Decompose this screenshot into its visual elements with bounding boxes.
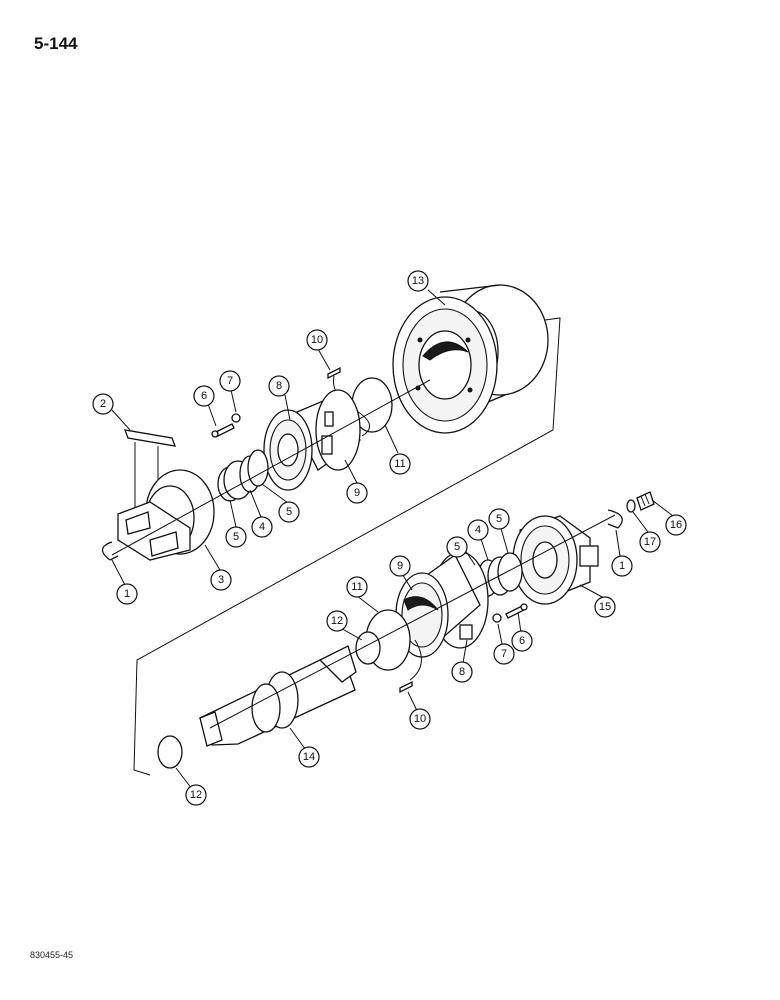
svg-text:2: 2 bbox=[100, 398, 106, 410]
callout-15: 15 bbox=[594, 596, 616, 618]
callout-4-upper: 4 bbox=[251, 516, 273, 538]
shaft-part-14 bbox=[199, 645, 357, 747]
svg-text:12: 12 bbox=[331, 615, 343, 627]
o-ring-part-12-upper bbox=[355, 631, 381, 665]
lock-ring-part-1-lower bbox=[607, 509, 623, 529]
figure-code: 830455-45 bbox=[30, 950, 74, 960]
callout-10-upper: 10 bbox=[306, 329, 328, 351]
svg-text:8: 8 bbox=[459, 666, 465, 678]
end-collar-part-3 bbox=[117, 469, 215, 561]
svg-text:7: 7 bbox=[227, 375, 233, 387]
svg-text:15: 15 bbox=[599, 601, 611, 613]
svg-text:9: 9 bbox=[354, 487, 360, 499]
leader-lines bbox=[111, 289, 674, 794]
svg-text:6: 6 bbox=[201, 390, 207, 402]
svg-text:9: 9 bbox=[397, 560, 403, 572]
callout-2: 2 bbox=[92, 393, 114, 415]
washer-part-7-upper bbox=[231, 413, 241, 423]
svg-text:17: 17 bbox=[644, 536, 656, 548]
svg-text:1: 1 bbox=[124, 588, 130, 600]
svg-text:13: 13 bbox=[412, 275, 424, 287]
plug-part-16 bbox=[636, 491, 655, 511]
svg-text:5: 5 bbox=[454, 541, 460, 553]
o-ring-part-12-lower bbox=[157, 735, 183, 769]
callout-6-upper: 6 bbox=[193, 385, 215, 407]
callout-7-lower: 7 bbox=[493, 643, 515, 665]
roller-shell-part-13 bbox=[392, 284, 549, 434]
callout-12-upper: 12 bbox=[326, 610, 348, 632]
washer-part-17 bbox=[626, 499, 636, 513]
callout-17: 17 bbox=[639, 531, 661, 553]
callout-12-lower: 12 bbox=[185, 784, 207, 806]
svg-text:11: 11 bbox=[351, 581, 362, 593]
callout-11-upper: 11 bbox=[389, 453, 411, 475]
callout-5-lower-right: 5 bbox=[488, 508, 510, 530]
svg-text:3: 3 bbox=[218, 574, 224, 586]
svg-text:12: 12 bbox=[190, 789, 202, 801]
svg-text:7: 7 bbox=[501, 648, 507, 660]
callout-14: 14 bbox=[298, 746, 320, 768]
bolt-part-6-lower bbox=[505, 603, 528, 619]
washer-part-7-lower bbox=[492, 613, 502, 623]
callout-11-lower: 11 bbox=[346, 576, 368, 598]
callout-8-upper: 8 bbox=[268, 375, 290, 397]
svg-text:5: 5 bbox=[286, 506, 292, 518]
callout-9-upper: 9 bbox=[346, 482, 368, 504]
svg-text:5: 5 bbox=[496, 513, 502, 525]
collar-part-8-lower bbox=[395, 551, 489, 658]
axis-line-upper bbox=[111, 379, 431, 556]
svg-text:16: 16 bbox=[670, 519, 682, 531]
callout-7-upper: 7 bbox=[219, 370, 241, 392]
svg-text:1: 1 bbox=[619, 560, 625, 572]
end-collar-part-15 bbox=[512, 515, 599, 605]
svg-text:5: 5 bbox=[233, 531, 239, 543]
callout-13: 13 bbox=[407, 270, 429, 292]
axis-line-lower bbox=[209, 514, 616, 729]
svg-text:10: 10 bbox=[311, 334, 323, 346]
lock-ring-part-1-upper bbox=[101, 541, 119, 561]
callout-1-upper: 1 bbox=[116, 583, 138, 605]
svg-text:4: 4 bbox=[259, 521, 265, 533]
page-number: 5-144 bbox=[34, 34, 78, 53]
svg-text:14: 14 bbox=[303, 751, 315, 763]
callout-8-lower: 8 bbox=[451, 661, 473, 683]
assembly-frame-line bbox=[133, 317, 561, 776]
svg-text:6: 6 bbox=[519, 635, 525, 647]
callout-16: 16 bbox=[665, 514, 687, 536]
callout-5-upper-right: 5 bbox=[278, 501, 300, 523]
pin-part-10-lower bbox=[399, 639, 422, 694]
seal-group-upper bbox=[217, 449, 269, 502]
callout-5-upper-left: 5 bbox=[225, 526, 247, 548]
svg-text:4: 4 bbox=[475, 524, 481, 536]
callout-1-lower: 1 bbox=[611, 555, 633, 577]
callout-6-lower: 6 bbox=[511, 630, 533, 652]
collar-part-8-upper bbox=[263, 389, 361, 491]
bolt-part-6-upper bbox=[211, 423, 235, 438]
callout-4-lower: 4 bbox=[467, 519, 489, 541]
callout-3: 3 bbox=[210, 569, 232, 591]
svg-text:11: 11 bbox=[394, 458, 405, 470]
callout-10-lower: 10 bbox=[409, 708, 431, 730]
callout-5-lower-left: 5 bbox=[446, 536, 468, 558]
svg-text:10: 10 bbox=[414, 713, 426, 725]
callout-9-lower: 9 bbox=[389, 555, 411, 577]
svg-text:8: 8 bbox=[276, 380, 282, 392]
